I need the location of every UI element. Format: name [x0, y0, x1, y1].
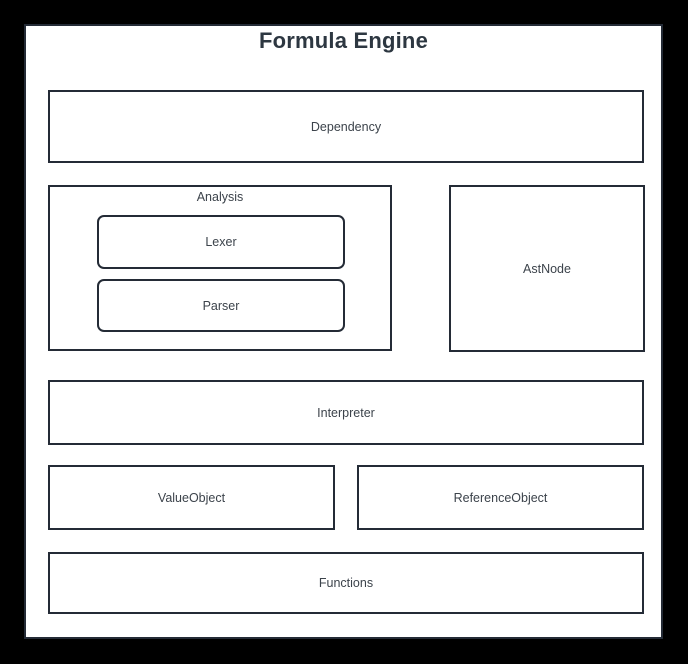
- node-functions: Functions: [48, 552, 644, 614]
- diagram-canvas: Formula Engine Dependency Analysis Lexer…: [24, 24, 663, 639]
- node-referenceobject: ReferenceObject: [357, 465, 644, 530]
- node-interpreter-label: Interpreter: [317, 405, 375, 420]
- node-valueobject-label: ValueObject: [157, 490, 226, 505]
- node-interpreter: Interpreter: [48, 380, 644, 445]
- node-lexer-label: Lexer: [205, 235, 237, 249]
- node-functions-label: Functions: [318, 576, 374, 590]
- node-lexer: Lexer: [97, 215, 345, 269]
- node-dependency: Dependency: [48, 90, 644, 163]
- node-astnode: AstNode: [449, 185, 645, 352]
- node-astnode-label: AstNode: [523, 261, 571, 276]
- node-parser-label: Parser: [202, 298, 240, 313]
- node-dependency-label: Dependency: [310, 119, 382, 134]
- node-referenceobject-label: ReferenceObject: [453, 490, 548, 505]
- diagram-title: Formula Engine: [258, 28, 429, 53]
- node-parser: Parser: [97, 279, 345, 332]
- group-analysis-label: Analysis: [196, 190, 244, 204]
- node-valueobject: ValueObject: [48, 465, 335, 530]
